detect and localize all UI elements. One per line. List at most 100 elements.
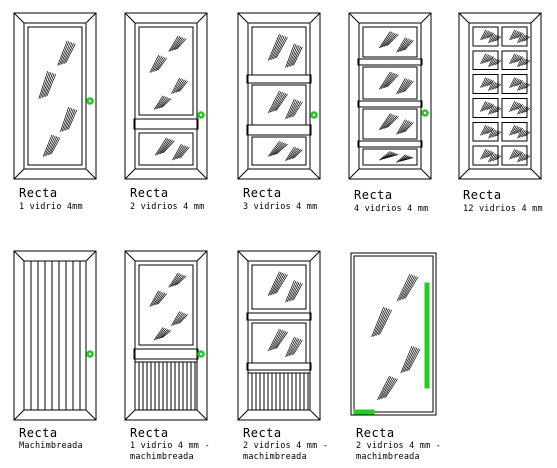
door-5 <box>458 12 542 180</box>
door-5-spec: 12 vidrios 4 mm <box>463 204 543 214</box>
door-3-glass-2-hatch <box>267 90 303 120</box>
door-2-miters <box>124 12 208 180</box>
door-3-glass-1 <box>251 26 307 76</box>
door-4-glass-4-hatch <box>378 151 414 163</box>
door-1-miters <box>13 12 97 180</box>
door-7-rail <box>133 348 199 360</box>
door-1-spec: 1 vidrio 4mm <box>19 202 83 212</box>
door-3-outer-frame <box>237 12 321 180</box>
door-4-glass-3-hatch <box>378 113 414 135</box>
door-6-planks <box>30 261 81 410</box>
door-9-inner <box>353 255 434 413</box>
door-9-spec-line-2: machimbreada <box>356 452 420 462</box>
door-5-glass-7-hatch <box>480 101 502 115</box>
door-8-glass-1 <box>251 264 307 310</box>
door-5-glass-1-hatch <box>480 29 502 44</box>
door-7-panel <box>134 361 198 411</box>
door-9-glass-hatch <box>371 273 421 401</box>
door-4-inner-frame <box>358 22 422 170</box>
door-8-glass-1-hatch <box>267 271 303 303</box>
door-9-floor-lock-icon <box>353 409 375 415</box>
door-5-glass-2-hatch <box>509 29 531 44</box>
door-2-inner-frame <box>134 22 198 170</box>
door-8-rail-2 <box>246 362 312 371</box>
door-7-glass <box>138 264 194 346</box>
door-5-glass-8 <box>501 98 528 118</box>
door-5-glass-4 <box>501 50 528 71</box>
door-1-glass <box>27 26 83 166</box>
door-2-glass-top <box>138 26 194 116</box>
door-2-spec: 2 vidrios 4 mm <box>130 202 205 212</box>
door-8-glass-2 <box>251 322 307 364</box>
door-7-spec-line-1: 1 vidrio 4 mm - <box>130 441 210 451</box>
door-1-outer-frame <box>13 12 97 180</box>
door-4-title: Recta <box>354 188 393 202</box>
door-6-title: Recta <box>19 426 58 440</box>
door-6-spec: Machimbreada <box>19 441 83 451</box>
door-5-glass-12 <box>501 145 528 166</box>
door-8 <box>237 250 321 421</box>
door-5-outer-frame <box>458 12 542 180</box>
door-8-miters <box>237 250 321 421</box>
door-5-glass-11-hatch <box>480 148 502 163</box>
door-5-glass-1 <box>472 26 499 47</box>
door-6-inner-frame <box>23 260 87 411</box>
door-5-title: Recta <box>463 188 502 202</box>
door-3-rail-1 <box>246 74 312 84</box>
door-7-inner-frame <box>134 260 198 411</box>
door-2-glass-bottom <box>138 132 194 166</box>
door-3-glass-1-hatch <box>267 34 303 68</box>
door-3-spec: 3 vidrios 4 mm <box>243 202 318 212</box>
door-5-glass-9-hatch <box>480 125 502 139</box>
door-8-title: Recta <box>243 426 282 440</box>
door-7-spec-line-2: machimbreada <box>130 452 194 462</box>
door-3 <box>237 12 321 180</box>
door-4-rail-1 <box>357 58 423 66</box>
door-5-glass-3 <box>472 50 499 71</box>
door-1-glass-hatch <box>38 40 78 157</box>
door-9-title: Recta <box>356 426 395 440</box>
door-4-miters <box>348 12 432 180</box>
door-8-rail-1 <box>246 312 312 321</box>
door-5-glass-9 <box>472 121 499 142</box>
door-7-title: Recta <box>130 426 169 440</box>
door-1-title: Recta <box>19 186 58 200</box>
door-6 <box>13 250 97 421</box>
door-5-glass-10-hatch <box>509 125 531 139</box>
door-3-glass-3-hatch <box>267 140 303 161</box>
door-4-glass-2-hatch <box>378 71 414 95</box>
door-5-inner-frame <box>468 22 532 170</box>
door-7 <box>124 250 208 421</box>
door-5-glass-8-hatch <box>509 101 531 115</box>
door-4 <box>348 12 432 180</box>
door-4-glass-4 <box>362 148 418 166</box>
door-8-planks <box>251 373 309 410</box>
door-4-glass-3 <box>362 108 418 140</box>
door-7-planks <box>138 362 196 410</box>
door-6-outer-frame <box>13 250 97 421</box>
door-3-glass-2 <box>251 84 307 126</box>
door-2-rail <box>133 118 199 130</box>
door-4-glass-2 <box>362 66 418 100</box>
door-4-outer-frame <box>348 12 432 180</box>
door-4-rail-2 <box>357 100 423 108</box>
door-3-glass-3 <box>251 136 307 166</box>
door-4-glass-1 <box>362 26 418 58</box>
door-7-outer-frame <box>124 250 208 421</box>
door-2-glass-bottom-hatch <box>154 137 190 161</box>
door-5-miters <box>458 12 542 180</box>
door-9 <box>350 252 437 416</box>
door-5-glass-12-hatch <box>509 148 531 163</box>
door-8-panel <box>247 372 311 411</box>
door-2-outer-frame <box>124 12 208 180</box>
door-3-rail-2 <box>246 124 312 136</box>
door-7-glass-hatch <box>149 272 188 341</box>
door-8-outer-frame <box>237 250 321 421</box>
door-1 <box>13 12 97 180</box>
door-1-inner-frame <box>23 22 87 170</box>
door-4-spec: 4 vidrios 4 mm <box>354 204 429 214</box>
door-3-inner-frame <box>247 22 311 170</box>
door-5-glass-6 <box>501 74 528 94</box>
door-4-glass-1-hatch <box>378 31 414 53</box>
door-5-glass-11 <box>472 145 499 166</box>
